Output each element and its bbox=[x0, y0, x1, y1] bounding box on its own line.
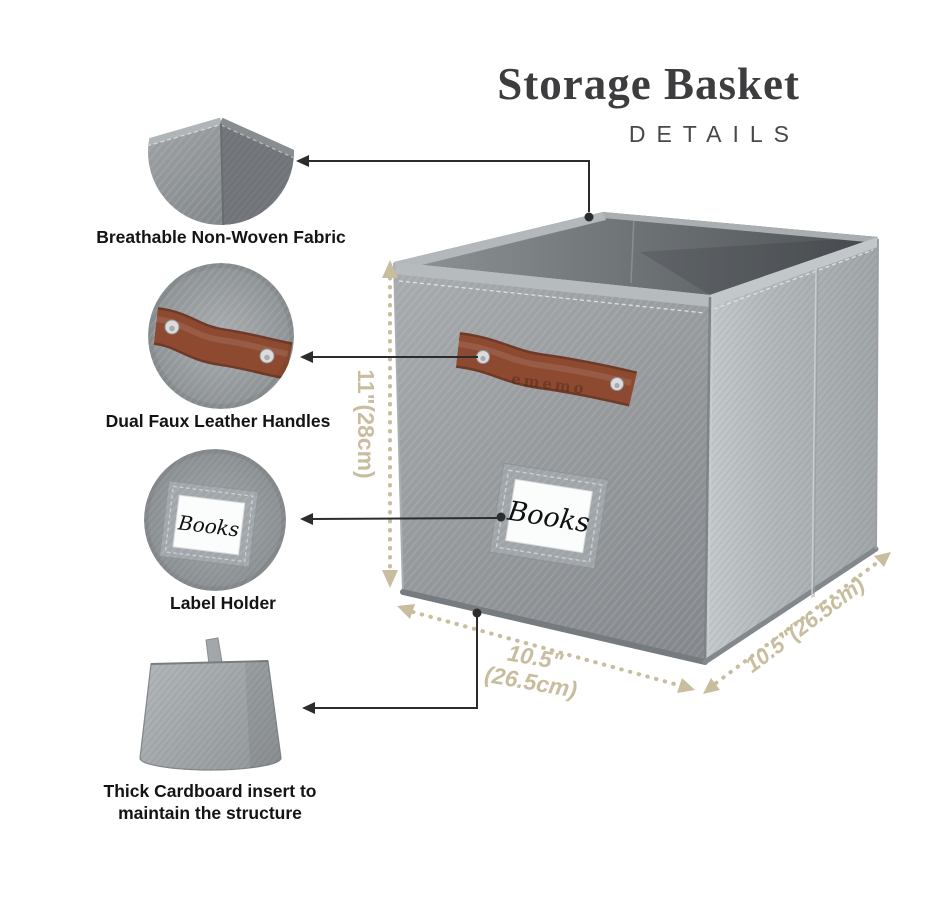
depth-arrow-left-icon bbox=[703, 678, 720, 694]
callout-connectors bbox=[296, 155, 594, 714]
feature-label-label-holder: Label Holder bbox=[170, 593, 276, 613]
front-left-edge bbox=[393, 262, 404, 593]
connector-cardboard-dot bbox=[472, 608, 482, 618]
basket-interior-shadow bbox=[640, 237, 878, 295]
connector-fabric-arrow-icon bbox=[296, 155, 309, 167]
depth-dim-line bbox=[714, 560, 880, 685]
height-arrow-down-icon bbox=[382, 570, 398, 588]
connector-cardboard bbox=[311, 617, 478, 709]
side-bottom-seam bbox=[702, 546, 879, 665]
front-rim-stitching bbox=[398, 280, 706, 314]
back-rim bbox=[603, 212, 878, 243]
side-left-highlight bbox=[707, 296, 714, 661]
width-dim-line bbox=[411, 610, 680, 687]
side-right-edge bbox=[875, 238, 879, 550]
side-rim-stitching bbox=[713, 249, 874, 310]
feature-label-fabric: Breathable Non-Woven Fabric bbox=[96, 227, 346, 247]
connector-fabric bbox=[307, 160, 590, 212]
basket-label-holder: Books bbox=[489, 462, 609, 570]
connector-label-arrow-icon bbox=[300, 513, 313, 525]
page-title: Storage Basket bbox=[497, 59, 800, 109]
left-rim bbox=[394, 212, 606, 271]
callout-cardboard-photo bbox=[139, 637, 282, 771]
side-texture bbox=[705, 237, 878, 663]
side-rim bbox=[710, 237, 878, 307]
front-rim bbox=[394, 262, 710, 307]
label-card bbox=[505, 478, 593, 554]
fabric-corner-seam bbox=[220, 123, 225, 225]
cardboard-tab bbox=[205, 637, 223, 665]
connector-label bbox=[308, 517, 498, 520]
feature-label-cardboard-line1: Thick Cardboard insert to bbox=[103, 781, 317, 801]
page-subtitle: DETAILS bbox=[628, 121, 800, 147]
feature-label-handles: Dual Faux Leather Handles bbox=[105, 411, 331, 431]
connector-label-dot bbox=[496, 512, 506, 522]
feature-label-cardboard-line2: maintain the structure bbox=[118, 803, 302, 823]
side-vertical-seam-shadow bbox=[813, 267, 819, 598]
depth-arrow-right-icon bbox=[874, 552, 891, 567]
interior-seam bbox=[630, 215, 635, 284]
callout-fabric-photo bbox=[148, 79, 294, 225]
label-holder-stitching bbox=[495, 469, 603, 563]
callout-handle-photo bbox=[148, 263, 294, 409]
connector-fabric-dot bbox=[584, 212, 594, 222]
front-bottom-seam bbox=[400, 589, 708, 665]
basket-interior bbox=[394, 212, 878, 295]
width-arrow-right-icon bbox=[677, 678, 695, 693]
connector-handle-arrow-icon bbox=[300, 351, 313, 363]
dimension-markers bbox=[382, 260, 891, 694]
storage-basket-illustration: ememo Books bbox=[393, 212, 879, 665]
height-arrow-up-icon bbox=[382, 260, 398, 278]
feature-label-cardboard: Thick Cardboard insert to maintain the s… bbox=[60, 780, 360, 824]
width-arrow-left-icon bbox=[397, 604, 415, 619]
connector-cardboard-arrow-icon bbox=[302, 702, 315, 714]
front-right-edge bbox=[703, 296, 712, 662]
fabric-stitching bbox=[148, 124, 220, 147]
callout-label-photo: Books bbox=[144, 449, 286, 591]
dimension-height: 11"(28cm) bbox=[353, 369, 379, 479]
side-vertical-seam bbox=[811, 267, 817, 599]
